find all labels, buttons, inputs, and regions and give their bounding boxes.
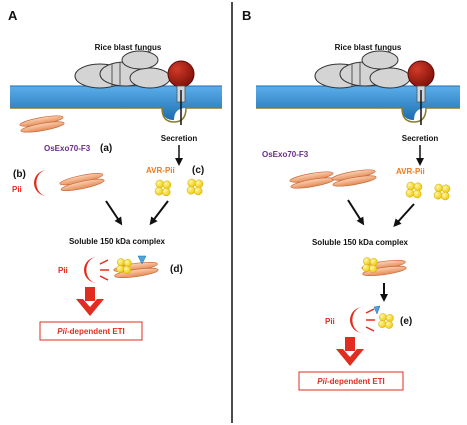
exo70-protein-icon	[58, 170, 106, 194]
marker-c: (c)	[192, 165, 204, 176]
membrane-icon	[10, 85, 222, 123]
complex-label: Soluble 150 kDa complex	[312, 238, 409, 247]
eti-box	[298, 371, 404, 391]
membrane-icon	[256, 85, 460, 123]
avr-effector-icon	[186, 178, 204, 196]
avr-label: AVR-Pii	[396, 167, 425, 176]
eti-arrow-icon	[336, 337, 364, 366]
exo70-protein-icon	[288, 169, 336, 191]
avr-effector-icon	[154, 179, 172, 197]
fungus-label: Rice blast fungus	[95, 43, 162, 52]
fungus-label: Rice blast fungus	[335, 43, 402, 52]
avr-effector-icon	[405, 181, 423, 199]
secretion-label: Secretion	[402, 134, 439, 143]
eti-label: Pii-dependent ETI	[317, 377, 385, 386]
pii-receptor-icon	[34, 170, 47, 196]
avr-effector-icon	[378, 313, 394, 329]
pii-receptor-icon	[84, 257, 97, 283]
fungus-icon	[314, 50, 435, 125]
eti-box	[39, 321, 143, 341]
complex-pii-label: Pii	[325, 317, 335, 326]
exo-label: OsExo70-F3	[262, 150, 309, 159]
complex-label: Soluble 150 kDa complex	[69, 237, 166, 246]
marker-e: (e)	[400, 316, 412, 327]
fungus-icon	[74, 50, 195, 125]
arrow-icon	[393, 203, 415, 227]
secretion-label: Secretion	[161, 134, 198, 143]
eti-label: Pii-dependent ETI	[57, 327, 125, 336]
exo-label: OsExo70-F3	[44, 144, 91, 153]
marker-a: (a)	[100, 143, 112, 154]
panel-letter: A	[8, 8, 18, 23]
exo70-protein-icon	[330, 167, 378, 189]
complex-pii-label: Pii	[58, 266, 68, 275]
avr-label: AVR-Pii	[146, 166, 175, 175]
eti-arrow-icon	[76, 287, 104, 316]
pii-label: Pii	[12, 185, 22, 194]
arrow-icon	[105, 200, 123, 226]
marker-d: (d)	[170, 264, 183, 275]
panel-letter: B	[242, 8, 251, 23]
avr-effector-icon	[433, 183, 451, 201]
arrow-icon	[149, 200, 169, 226]
panel-a: A Rice blast fungus Secretion OsExo70-F3…	[8, 8, 222, 341]
complex-icon: Pii	[58, 255, 160, 283]
complex-icon: Pii	[325, 305, 394, 333]
panel-b: B Rice blast fungus Secretion OsExo70-F3…	[242, 8, 460, 391]
arrow-icon	[347, 199, 365, 226]
exo70-protein-icon	[18, 113, 66, 135]
marker-b: (b)	[13, 169, 26, 180]
pii-receptor-icon	[350, 307, 363, 333]
